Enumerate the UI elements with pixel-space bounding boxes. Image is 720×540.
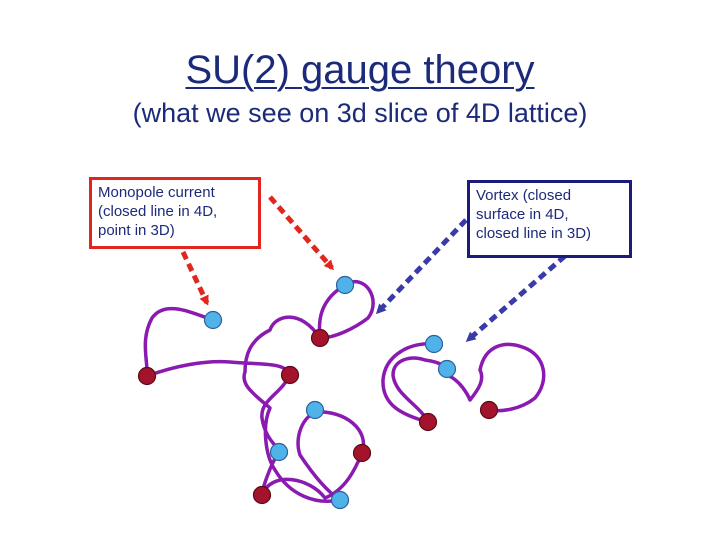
vortex-arrow-2 [465,254,567,342]
monopole-point-light [269,442,289,462]
monopole-point-dark [252,485,272,505]
monopole-label-line: point in 3D) [98,222,175,239]
monopole-arrow-1 [180,250,210,306]
monopole-point-dark [352,443,372,463]
monopole-point-dark [137,366,157,386]
monopole-point-light [437,359,457,379]
page-title: SU(2) gauge theory [185,48,535,92]
monopole-label-box: Monopole current (closed line in 4D, poi… [89,177,261,249]
monopole-point-dark [479,400,499,420]
vortex-label-box: Vortex (closed surface in 4D, closed lin… [467,180,632,258]
monopole-point-dark [310,328,330,348]
vortex-line-right [381,342,546,424]
monopole-point-dark [418,412,438,432]
vortex-label-line: surface in 4D, [476,206,569,223]
monopole-point-light [335,275,355,295]
monopole-label-line: Monopole current [98,184,215,201]
monopole-point-light [305,400,325,420]
monopole-arrow-2 [268,195,334,271]
vortex-arrow-1 [375,218,468,315]
monopole-point-light [424,334,444,354]
vortex-label-line: Vortex (closed [476,187,572,204]
monopole-point-light [203,310,223,330]
vortex-label-line: closed line in 3D) [476,225,592,242]
monopole-label-line: (closed line in 4D, [98,203,218,220]
monopole-point-dark [280,365,300,385]
monopole-point-light [330,490,350,510]
page-subtitle: (what we see on 3d slice of 4D lattice) [132,98,588,128]
vortex-line-left [143,280,375,503]
